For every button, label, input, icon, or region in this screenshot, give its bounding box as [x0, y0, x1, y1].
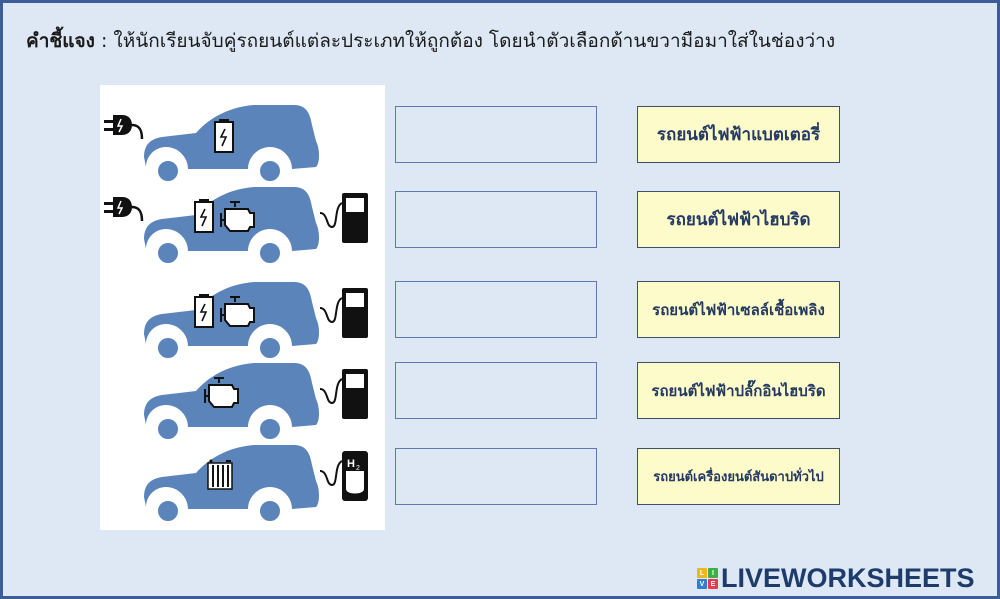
plug-in-hybrid-car-icon	[102, 185, 369, 267]
answer-battery-electric[interactable]: รถยนต์ไฟฟ้าแบตเตอรี่	[637, 106, 840, 163]
car-types-image: H 2	[100, 85, 385, 530]
logo-block-i: I	[708, 568, 718, 578]
drop-box-1[interactable]	[395, 106, 597, 163]
battery-electric-car-icon	[102, 103, 321, 185]
drop-box-3[interactable]	[395, 281, 597, 338]
logo-text: LIVEWORKSHEETS	[721, 563, 975, 593]
answer-hybrid[interactable]: รถยนต์ไฟฟ้าไฮบริด	[637, 191, 840, 248]
answer-plug-in-hybrid[interactable]: รถยนต์ไฟฟ้าปลั๊กอินไฮบริด	[637, 362, 840, 419]
answer-label: รถยนต์ไฟฟ้าไฮบริด	[666, 210, 811, 230]
answer-label: รถยนต์ไฟฟ้าปลั๊กอินไฮบริด	[651, 381, 826, 400]
instructions: คำชี้แจง : ให้นักเรียนจับคู่รถยนต์แต่ละป…	[26, 26, 835, 56]
answer-label: รถยนต์ไฟฟ้าเซลล์เชื้อเพลิง	[652, 300, 825, 319]
instructions-separator: :	[94, 30, 114, 52]
answer-combustion[interactable]: รถยนต์เครื่องยนต์สันดาปทั่วไป	[637, 448, 840, 505]
drop-box-2[interactable]	[395, 191, 597, 248]
drop-box-4[interactable]	[395, 362, 597, 419]
instructions-text: ให้นักเรียนจับคู่รถยนต์แต่ละประเภทให้ถูก…	[113, 30, 836, 52]
logo-block-l: L	[697, 568, 707, 578]
drop-box-5[interactable]	[395, 448, 597, 505]
instructions-label: คำชี้แจง	[26, 30, 95, 52]
logo-block-v: V	[697, 579, 707, 589]
hybrid-car-icon	[142, 280, 369, 362]
liveworksheets-logo[interactable]: L I V E LIVEWORKSHEETS	[697, 565, 975, 592]
answer-label: รถยนต์ไฟฟ้าแบตเตอรี่	[656, 125, 821, 145]
logo-block-e: E	[708, 579, 718, 589]
answer-label: รถยนต์เครื่องยนต์สันดาปทั่วไป	[653, 470, 824, 485]
fuel-cell-car-icon	[142, 443, 369, 525]
combustion-car-icon	[142, 361, 369, 443]
answer-fuel-cell[interactable]: รถยนต์ไฟฟ้าเซลล์เชื้อเพลิง	[637, 281, 840, 338]
logo-blocks-icon: L I V E	[697, 568, 718, 589]
